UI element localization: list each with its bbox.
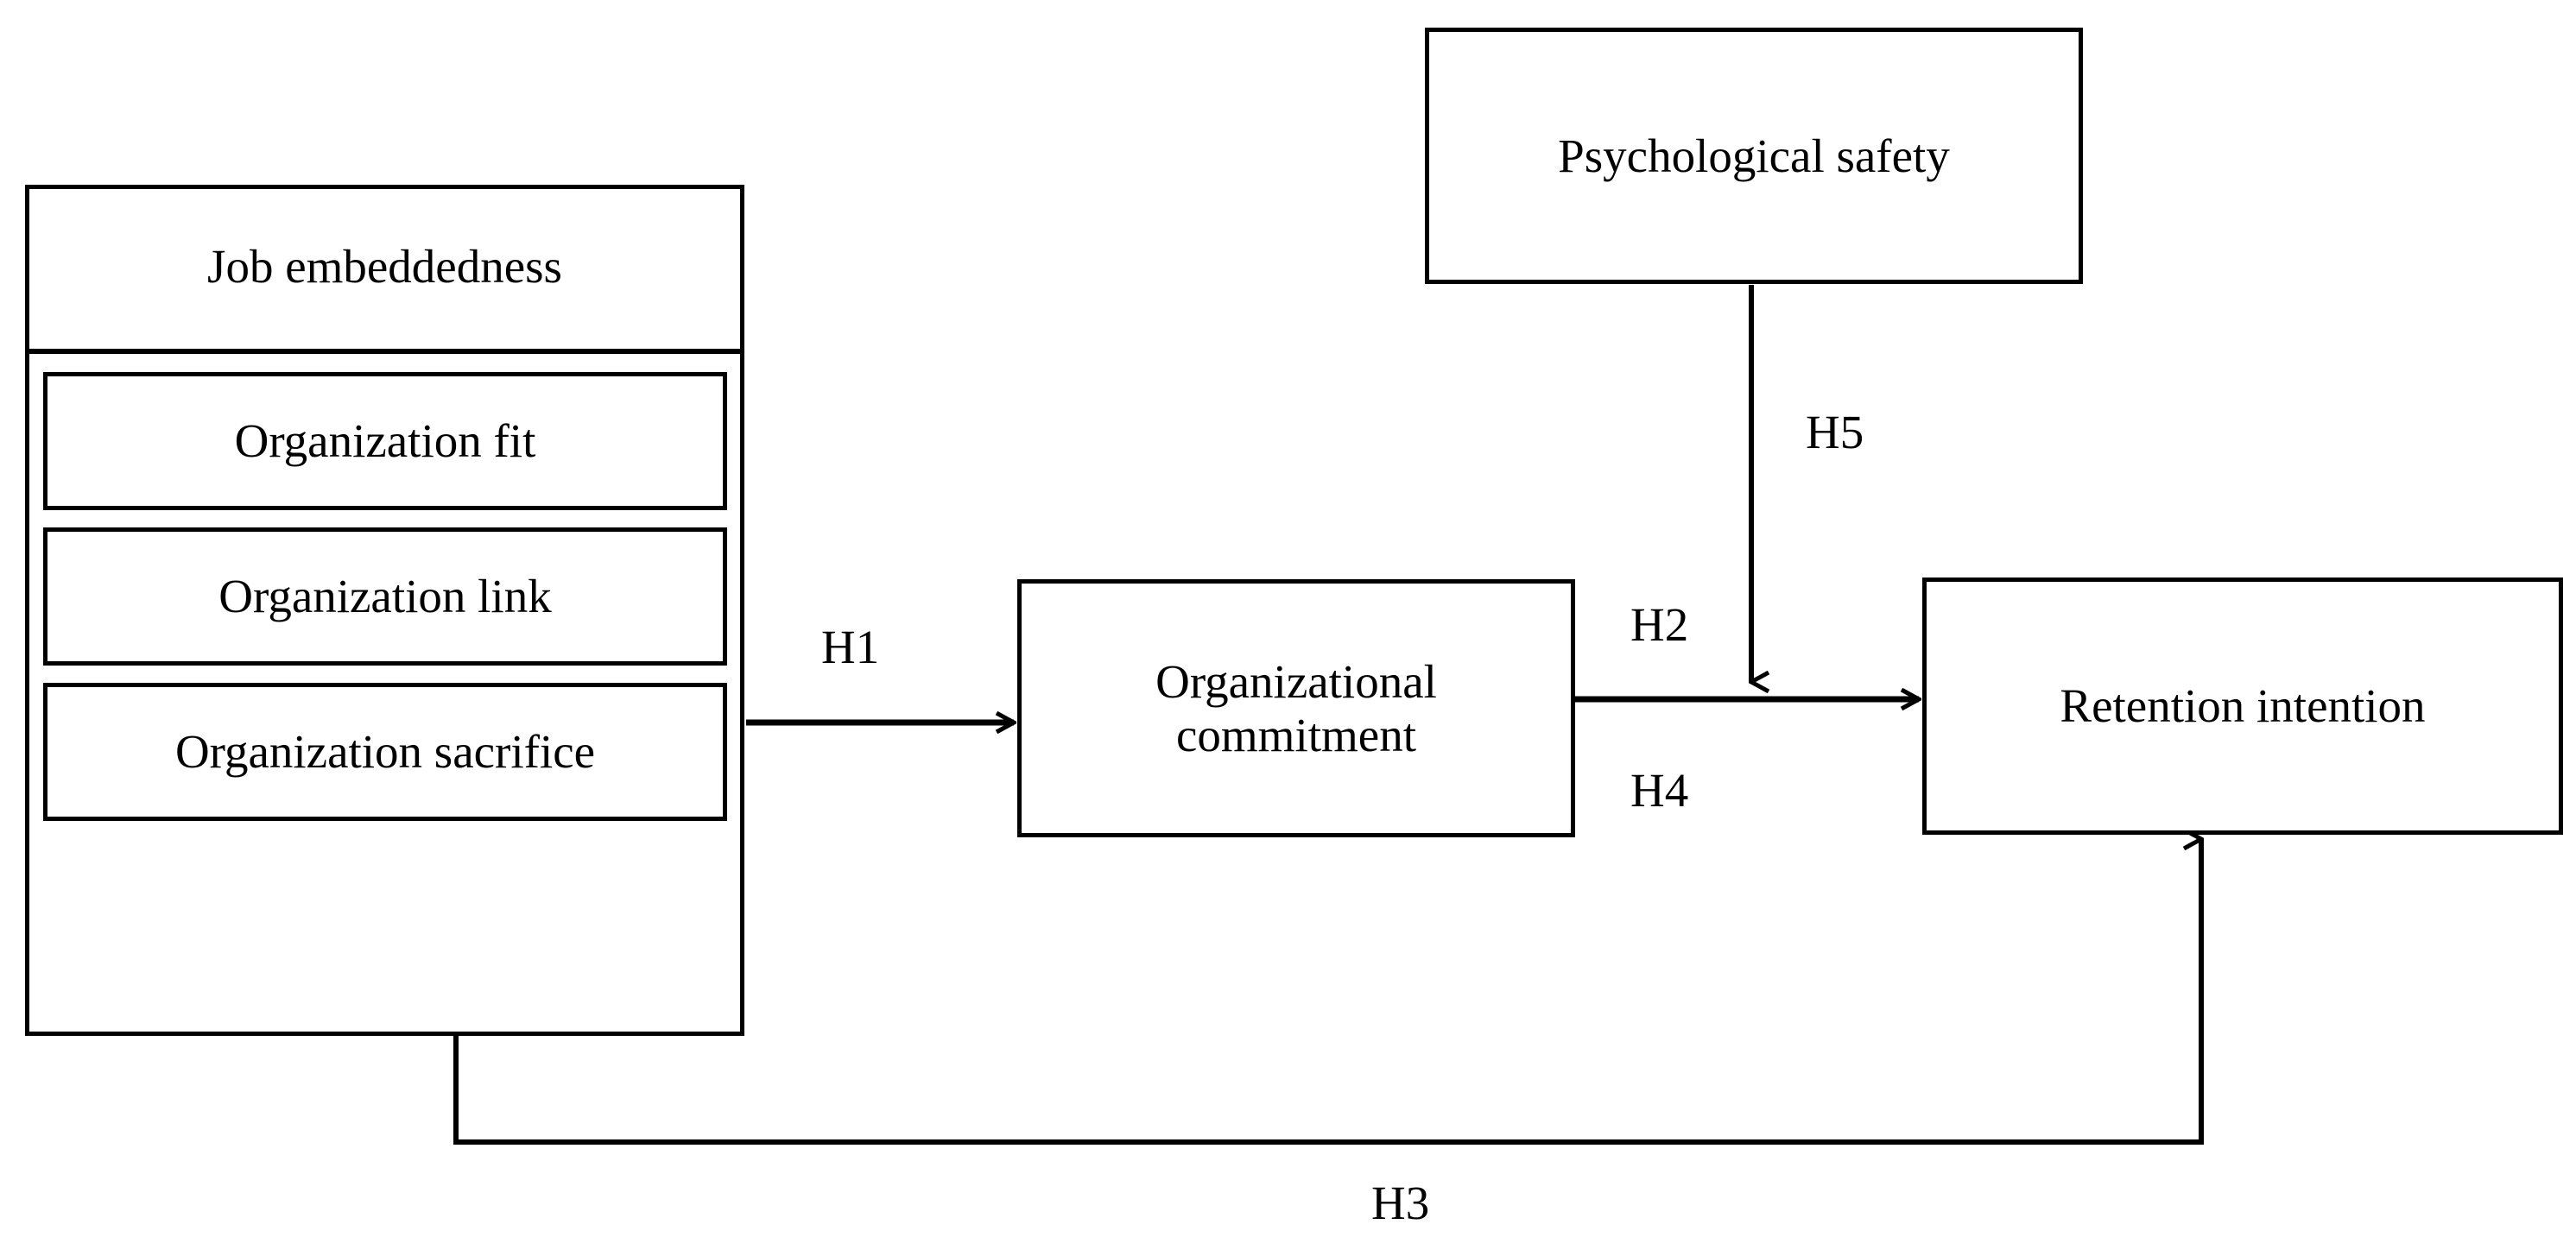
edge-label-h4: H4	[1630, 764, 1689, 817]
node-organizational-commitment: Organizational commitment	[1017, 579, 1575, 837]
node-organization-fit-label: Organization fit	[234, 414, 536, 468]
edge-label-h1: H1	[821, 621, 880, 673]
node-organizational-commitment-line1: Organizational	[1155, 654, 1437, 708]
node-organization-link-label: Organization link	[218, 570, 552, 623]
edge-label-h3: H3	[1371, 1177, 1430, 1229]
node-job-embeddedness-header: Job embeddedness	[25, 185, 744, 354]
node-organization-fit: Organization fit	[43, 372, 727, 510]
edge-label-h5: H5	[1806, 406, 1864, 458]
node-retention-intention-label: Retention intention	[2060, 679, 2426, 733]
node-retention-intention: Retention intention	[1922, 578, 2563, 835]
node-psychological-safety-label: Psychological safety	[1558, 129, 1950, 182]
node-job-embeddedness-label: Job embeddedness	[207, 240, 562, 293]
node-organization-sacrifice: Organization sacrifice	[43, 683, 727, 821]
node-organizational-commitment-label: Organizational commitment	[1147, 655, 1446, 761]
node-organizational-commitment-line2: commitment	[1175, 708, 1416, 761]
node-organization-sacrifice-label: Organization sacrifice	[174, 725, 596, 779]
node-psychological-safety: Psychological safety	[1425, 28, 2083, 284]
node-organization-link: Organization link	[43, 527, 727, 666]
edge-label-h2: H2	[1630, 598, 1689, 651]
edge-h3-line	[453, 839, 2204, 1145]
node-job-embeddedness: Job embeddedness Organization fit Organi…	[25, 185, 744, 1036]
